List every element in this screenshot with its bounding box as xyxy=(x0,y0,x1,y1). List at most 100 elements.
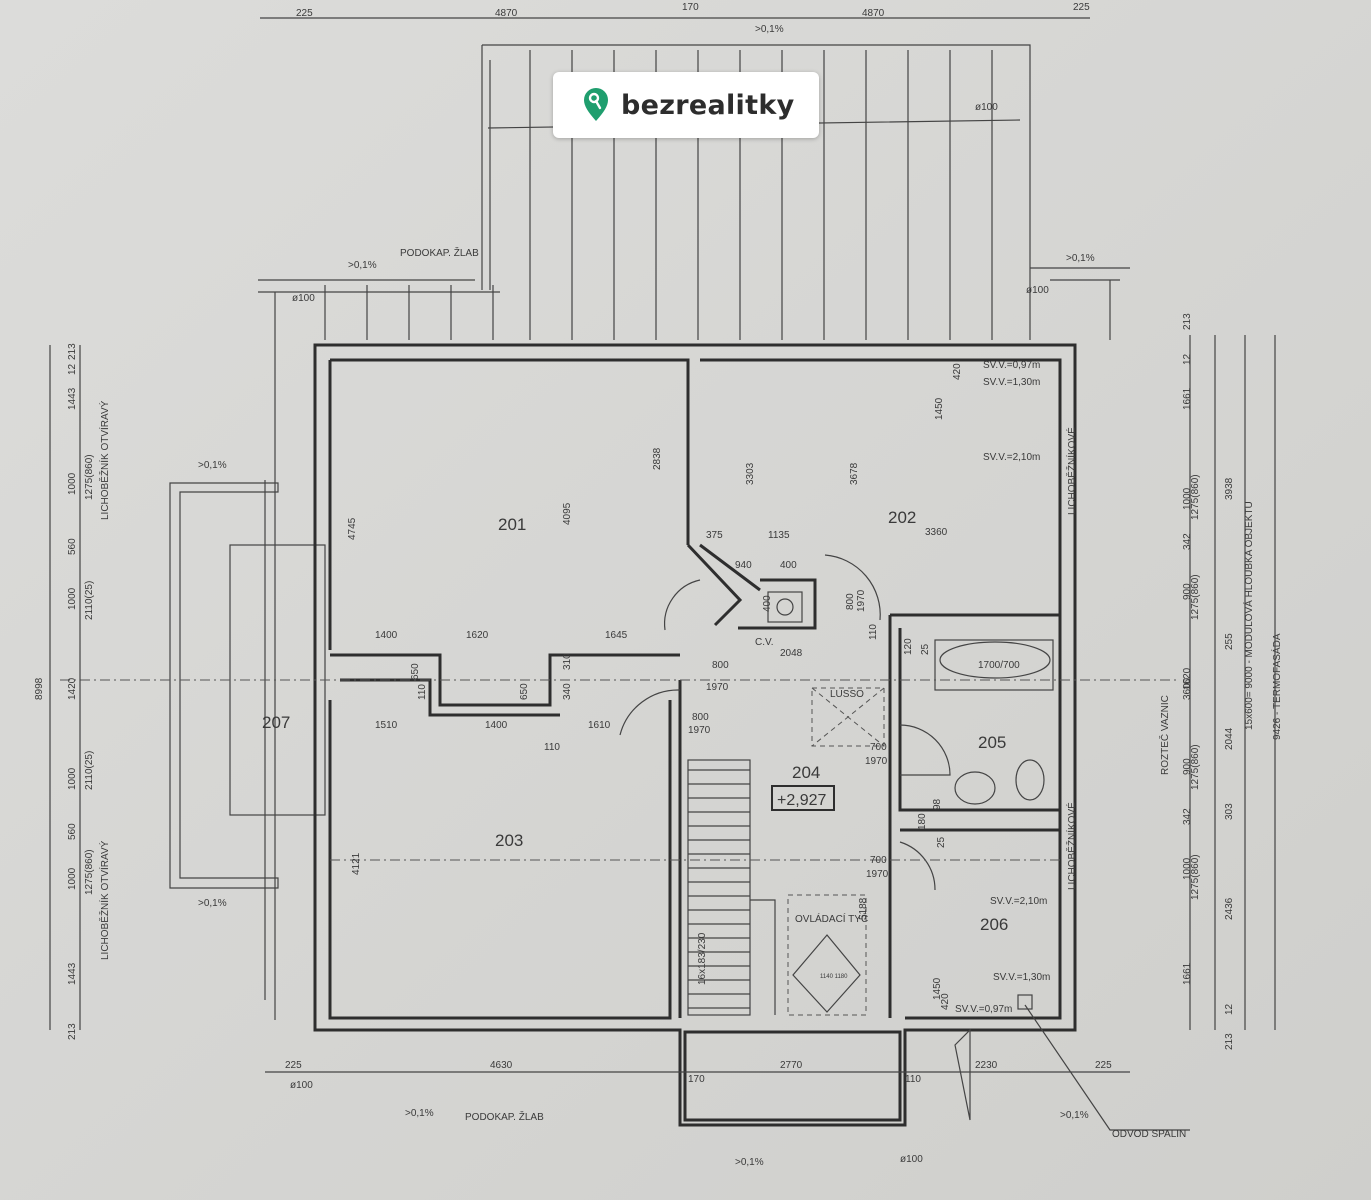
dim-text: 225 xyxy=(1095,1060,1112,1071)
dim-text: 1135 xyxy=(768,530,790,541)
dim-text: 12 xyxy=(1224,1003,1235,1015)
dim-text: 1970 xyxy=(706,682,729,693)
dim-text: 1275(860) xyxy=(84,849,95,895)
dim-text: 1275(860) xyxy=(1190,574,1201,620)
gutter-label: PODOKAP. ŽLAB xyxy=(400,246,479,259)
dim-text: 225 xyxy=(285,1060,302,1071)
dim-text: 2110(25) xyxy=(84,581,95,620)
pipe-label: ø100 xyxy=(900,1154,923,1165)
dim-text: 1450 xyxy=(934,397,945,420)
dim-text: 2230 xyxy=(975,1060,998,1071)
dim-text: 1000 xyxy=(1182,487,1193,510)
dim-text: 700 xyxy=(870,855,887,866)
attic-hatch-outline xyxy=(787,894,867,1016)
flue-label: ODVOD SPALIN xyxy=(1112,1129,1186,1140)
dim-text: 4745 xyxy=(347,517,358,540)
dim-text: 12 xyxy=(67,363,78,375)
dim-text: 1510 xyxy=(375,720,398,731)
dim-text: 4870 xyxy=(862,8,885,19)
boiler-icon xyxy=(776,598,794,616)
dim-text: 420 xyxy=(952,363,963,380)
dim-text: 1275(860) xyxy=(1190,854,1201,900)
window-label: LICHOBĚŽNÍKOVÉ xyxy=(1065,427,1078,515)
bay-wall xyxy=(683,1030,902,1122)
dim-text: 98 xyxy=(932,798,943,810)
sink-icon xyxy=(954,771,996,805)
window-label: LICHOBĚŽNÍK OTVÍRAVÝ xyxy=(98,400,111,520)
dim-text: 2838 xyxy=(652,447,663,470)
cv-label: C.V. xyxy=(755,637,774,648)
dim-text: 1400 xyxy=(375,630,398,641)
dim-text: 4630 xyxy=(490,1060,513,1071)
left-gutter xyxy=(258,279,500,1020)
dim-text: 940 xyxy=(735,560,752,571)
dim-text: 303 xyxy=(1224,803,1235,820)
brand-logo[interactable]: bezrealitky xyxy=(553,72,819,138)
slope-label: >0,1% xyxy=(348,260,377,271)
dim-text: 1000 xyxy=(67,587,78,610)
control-rod-label: OVLÁDACÍ TYČ xyxy=(795,912,868,925)
dim-text: 225 xyxy=(1073,2,1090,13)
dim-text: 1970 xyxy=(688,725,711,736)
dim-text: 110 xyxy=(544,742,560,753)
right-dimensions: 21312166110001275(860)3429001275(860)162… xyxy=(1182,313,1276,1050)
key-pin-icon xyxy=(584,88,608,121)
truss-spacing-label: ROZTEČ VAZNIC xyxy=(1158,695,1171,775)
room-202-label: 202 xyxy=(888,508,916,527)
slope-label: >0,1% xyxy=(1060,1110,1089,1121)
dim-text: 342 xyxy=(1182,808,1193,825)
bathtub-icon xyxy=(939,641,1051,679)
pipe-label: ø100 xyxy=(975,102,998,113)
dim-text: 213 xyxy=(67,1023,78,1040)
room-204-label: 204 xyxy=(792,763,820,782)
flue-icon xyxy=(1017,994,1033,1010)
dim-text: 225 xyxy=(296,8,313,19)
pipe-label: ø100 xyxy=(290,1080,313,1091)
dim-text: 2048 xyxy=(780,648,803,659)
dim-text: 1275(860) xyxy=(1190,474,1201,520)
balcony-outline xyxy=(169,482,279,889)
dim-text: 1000 xyxy=(67,867,78,890)
dim-text: 170 xyxy=(682,2,699,13)
headroom-label: SV.V.=0,97m xyxy=(983,360,1040,371)
room-206-label: 206 xyxy=(980,915,1008,934)
skylight-outline xyxy=(811,687,885,747)
window-label: LICHOBĚŽNÍK OTVÍRAVÝ xyxy=(98,840,111,960)
room-203-label: 203 xyxy=(495,831,523,850)
dim-text: 2436 xyxy=(1224,897,1235,920)
stairs-label: 16x183/230 xyxy=(697,932,708,985)
dim-text: 1275(860) xyxy=(84,454,95,500)
triangle-marker-icon xyxy=(954,1028,971,1121)
dim-text: 650 xyxy=(519,683,530,700)
dim-text: 4121 xyxy=(351,852,362,875)
bath-size-label: 1700/700 xyxy=(978,660,1020,671)
dim-text: 1000 xyxy=(67,472,78,495)
pipe-label: ø100 xyxy=(1026,285,1049,296)
dim-text: 3938 xyxy=(1224,477,1235,500)
slope-label: >0,1% xyxy=(735,1157,764,1168)
door-swing xyxy=(899,724,951,776)
door-swing xyxy=(619,689,681,736)
room-207-label: 207 xyxy=(262,713,290,732)
dim-text: 1620 xyxy=(1182,667,1193,690)
stair-railing xyxy=(750,899,776,1015)
headroom-label: SV.V.=2,10m xyxy=(990,896,1047,907)
dim-text: 800 xyxy=(692,712,709,723)
dim-text: 5188 xyxy=(858,897,869,920)
inner-wall xyxy=(678,613,1060,1018)
slope-label: >0,1% xyxy=(1066,253,1095,264)
toilet-icon xyxy=(1015,759,1045,801)
door-swing xyxy=(663,579,701,631)
door-swing xyxy=(824,554,881,621)
hatch-label: 1140 1180 xyxy=(820,974,848,980)
room-201-label: 201 xyxy=(498,515,526,534)
dim-text: 900 xyxy=(1182,758,1193,775)
balcony-outline xyxy=(481,44,1031,340)
level-label: +2,927 xyxy=(777,792,826,809)
dim-text: 213 xyxy=(67,343,78,360)
dim-text: 180 xyxy=(917,813,928,830)
brand-name: bezrealitky xyxy=(621,89,795,121)
lusso-label: LUSSO xyxy=(830,689,864,700)
dim-text: 1610 xyxy=(588,720,611,731)
